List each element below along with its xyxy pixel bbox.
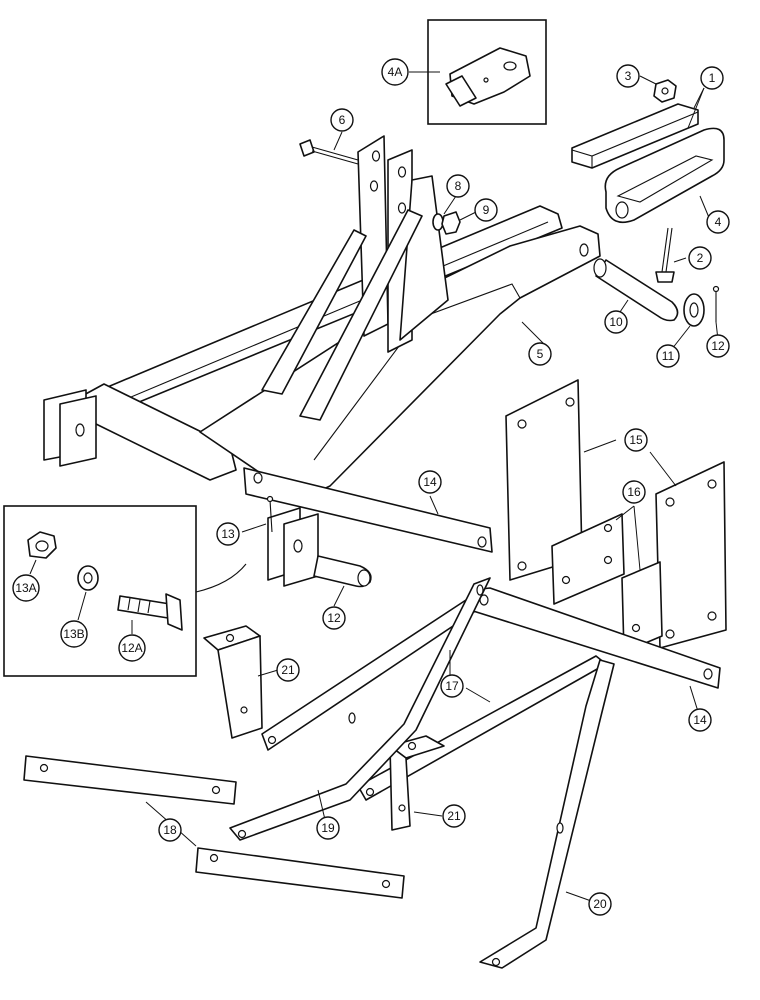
callout-13b: 13B — [60, 620, 88, 648]
svg-text:12A: 12A — [121, 641, 142, 655]
svg-text:3: 3 — [625, 69, 632, 83]
svg-text:13B: 13B — [63, 627, 84, 641]
callout-21-upper: 21 — [276, 658, 300, 682]
part-21-bracket-upper — [203, 625, 263, 739]
callout-13a: 13A — [12, 574, 40, 602]
callout-7: 8 — [446, 174, 470, 198]
part-1-pads — [571, 103, 699, 169]
callout-5: 5 — [528, 342, 552, 366]
callout-3: 3 — [616, 64, 640, 88]
part-2-bolt — [655, 227, 675, 283]
part-15-plate-right — [655, 461, 727, 649]
part-3-nut — [653, 79, 677, 103]
callout-13: 13 — [216, 522, 240, 546]
inset-4a — [427, 19, 547, 125]
callout-4a: 4A — [381, 58, 409, 86]
svg-text:5: 5 — [537, 347, 544, 361]
part-21-bracket-lower — [389, 735, 445, 831]
callout-4: 4 — [706, 210, 730, 234]
main-frame — [43, 135, 601, 587]
callout-19: 19 — [316, 816, 340, 840]
svg-text:21: 21 — [447, 809, 461, 823]
svg-text:18: 18 — [163, 823, 177, 837]
svg-text:19: 19 — [321, 821, 335, 835]
svg-text:13A: 13A — [15, 581, 36, 595]
part-16-spacer-lower — [621, 561, 663, 653]
callout-14-lower: 14 — [688, 708, 712, 732]
svg-text:1: 1 — [709, 71, 716, 85]
svg-text:4: 4 — [715, 215, 722, 229]
svg-text:17: 17 — [445, 679, 459, 693]
svg-text:9: 9 — [483, 203, 490, 217]
part-12a-bolt — [117, 593, 183, 631]
part-13-cotter — [266, 495, 274, 533]
svg-text:13: 13 — [221, 527, 235, 541]
callout-11: 12 — [706, 334, 730, 358]
svg-text:11: 11 — [662, 349, 675, 363]
part-12-pin — [313, 555, 372, 588]
part-8-nut — [441, 211, 461, 235]
callout-16: 16 — [622, 480, 646, 504]
svg-text:12: 12 — [327, 611, 341, 625]
part-10-washer — [683, 293, 705, 327]
part-4-clevis — [604, 127, 725, 224]
part-7-lockwasher — [432, 213, 444, 231]
svg-text:8: 8 — [455, 179, 462, 193]
callout-18: 18 — [158, 818, 182, 842]
svg-text:20: 20 — [593, 897, 607, 911]
part-13a-nut — [27, 531, 57, 559]
callout-12: 12 — [322, 606, 346, 630]
part-9-pin — [593, 258, 679, 322]
svg-text:14: 14 — [423, 475, 437, 489]
svg-text:12: 12 — [711, 339, 725, 353]
svg-text:2: 2 — [697, 251, 704, 265]
callout-9: 10 — [604, 310, 628, 334]
svg-text:10: 10 — [609, 315, 623, 329]
svg-text:21: 21 — [281, 663, 295, 677]
part-11-cotter — [712, 285, 720, 322]
svg-text:6: 6 — [339, 113, 346, 127]
svg-text:4A: 4A — [388, 65, 403, 79]
callout-12a: 12A — [118, 634, 146, 662]
callout-10: 11 — [656, 344, 680, 368]
callout-21-lower: 21 — [442, 804, 466, 828]
svg-text:15: 15 — [629, 433, 643, 447]
callout-15: 15 — [624, 428, 648, 452]
callout-6: 6 — [330, 108, 354, 132]
part-6-bolt — [299, 139, 359, 165]
callout-1: 1 — [700, 66, 724, 90]
part-16-spacer-upper — [551, 513, 625, 605]
part-18-bar-lower — [195, 847, 405, 899]
callout-17: 17 — [440, 674, 464, 698]
svg-text:14: 14 — [693, 713, 707, 727]
part-20-brace — [479, 659, 615, 969]
part-19-brace — [229, 577, 491, 841]
callout-2: 2 — [688, 246, 712, 270]
callout-14-upper: 14 — [418, 470, 442, 494]
part-13b-washer — [77, 565, 99, 591]
callout-20: 20 — [588, 892, 612, 916]
svg-text:16: 16 — [627, 485, 641, 499]
part-18-bar-upper — [23, 755, 237, 805]
callout-8: 9 — [474, 198, 498, 222]
